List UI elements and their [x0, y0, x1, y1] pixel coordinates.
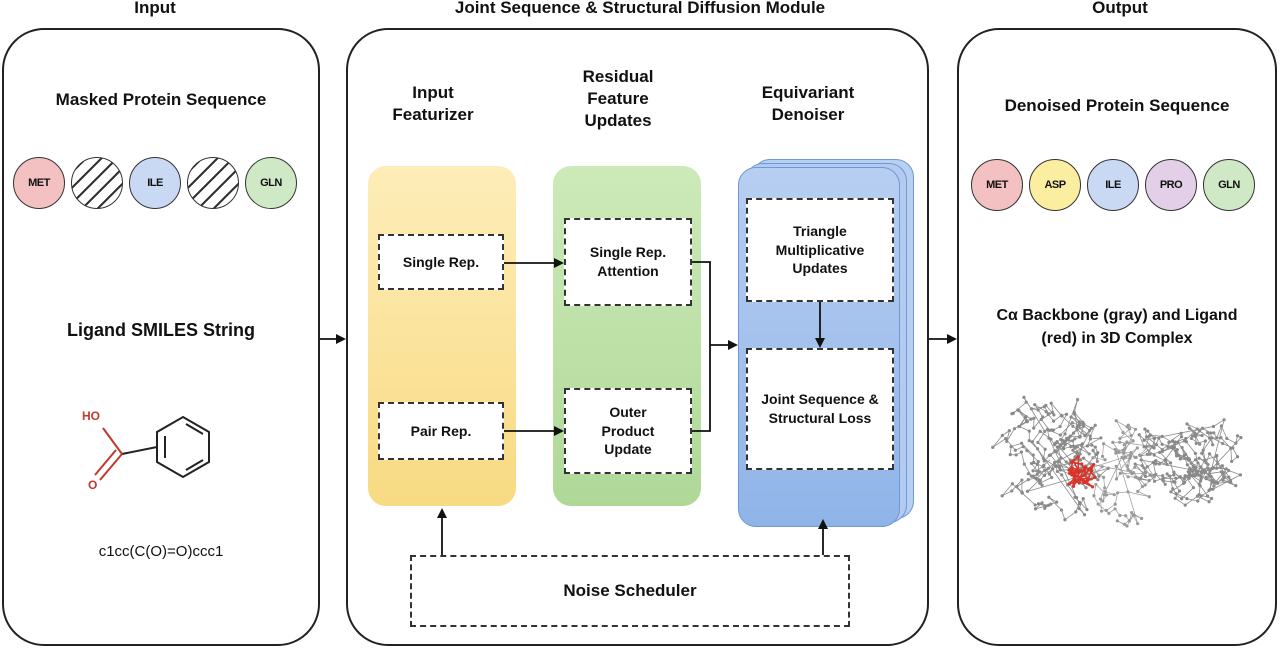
output-section-title: Output [1092, 0, 1148, 17]
masked-sequence-token: MET [13, 157, 65, 209]
atom-o-label: O [88, 478, 98, 492]
smiles-string: c1cc(C(O)=O)ccc1 [98, 543, 224, 560]
masked-sequence-token: GLN [245, 157, 297, 209]
triangle-multiplicative-box: Triangle Multiplicative Updates [746, 198, 894, 302]
masked-sequence-token [71, 157, 123, 209]
denoised-sequence-token: MET [971, 159, 1023, 211]
masked-sequence-label: Masked Protein Sequence [55, 90, 267, 109]
denoiser-label: Equivariant Denoiser [761, 83, 855, 125]
atom-oh-label: HO [82, 409, 100, 423]
denoised-sequence-token: ASP [1029, 159, 1081, 211]
residual-label: Residual Feature Updates [582, 67, 654, 131]
outer-product-update-box: Outer Product Update [564, 388, 692, 474]
single-rep-box: Single Rep. [378, 234, 504, 290]
pair-rep-box: Pair Rep. [378, 402, 504, 460]
single-rep-attention-box: Single Rep. Attention [564, 218, 692, 306]
module-section-title: Joint Sequence & Structural Diffusion Mo… [454, 0, 826, 17]
masked-sequence-token: ILE [129, 157, 181, 209]
input-section-title: Input [134, 0, 176, 17]
featurizer-label: Input Featurizer [392, 83, 474, 125]
noise-scheduler-box: Noise Scheduler [410, 555, 850, 627]
complex-label: Cα Backbone (gray) and Ligand (red) in 3… [996, 307, 1238, 348]
joint-loss-box: Joint Sequence & Structural Loss [746, 348, 894, 470]
denoised-sequence-token: GLN [1203, 159, 1255, 211]
denoised-sequence-token: PRO [1145, 159, 1197, 211]
masked-sequence-token [187, 157, 239, 209]
denoised-sequence-token: ILE [1087, 159, 1139, 211]
ligand-smiles-label: Ligand SMILES String [67, 320, 255, 340]
input-panel [2, 28, 320, 646]
output-panel [957, 28, 1277, 646]
denoised-sequence-label: Denoised Protein Sequence [1004, 96, 1230, 115]
